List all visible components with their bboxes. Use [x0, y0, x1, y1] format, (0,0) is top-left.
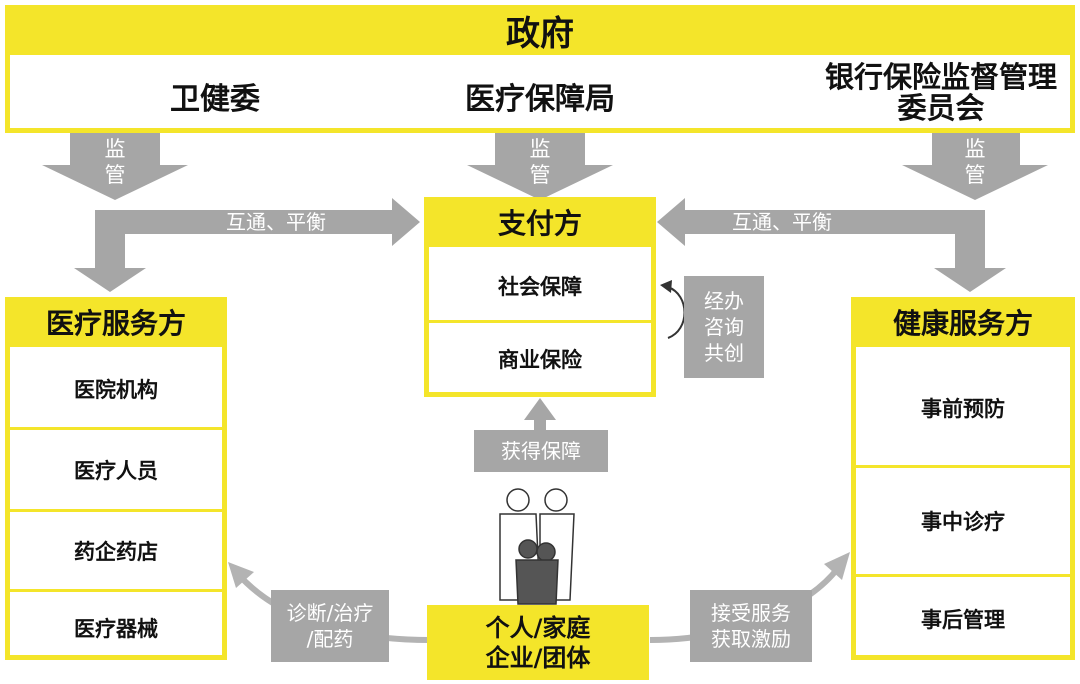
supervision-arrow-right	[902, 133, 1048, 200]
medical-provider-panel: 医院机构 医疗人员 药企药店 医疗器械	[5, 297, 227, 660]
health-provider-title: 健康服务方	[851, 297, 1075, 347]
interop-label-left: 互通、平衡	[226, 210, 326, 234]
payer-title: 支付方	[424, 197, 656, 247]
supervision-label-left: 监 管	[104, 137, 126, 187]
supervision-label-right: 监 管	[964, 137, 986, 187]
payer-item-social-security: 社会保障	[498, 275, 582, 299]
health-item-diagnosis: 事中诊疗	[856, 465, 1070, 574]
supervision-arrow-left	[42, 133, 188, 200]
medical-provider-title: 医疗服务方	[5, 297, 227, 347]
medical-item-pharma: 药企药店	[10, 509, 222, 589]
individual-box: 个人/家庭 企业/团体	[427, 605, 649, 680]
government-title: 政府	[5, 5, 1075, 55]
interop-arrow-right	[657, 198, 1006, 292]
medical-item-hospitals: 医院机构	[74, 377, 158, 402]
health-item-management: 事后管理	[856, 574, 1070, 661]
agency-health-commission: 卫健委	[170, 82, 260, 117]
diagnosis-label: 诊断/治疗 /配药	[271, 590, 389, 662]
get-coverage-label: 获得保障	[474, 430, 608, 472]
health-item-prevention: 事前预防	[921, 396, 1005, 421]
payer-item-commercial-insurance: 商业保险	[429, 320, 651, 395]
health-provider-panel: 事前预防 事中诊疗 事后管理	[851, 297, 1075, 660]
medical-item-devices: 医疗器械	[10, 589, 222, 664]
accept-service-label: 接受服务 获取激励	[690, 590, 812, 662]
agency-banking-insurance-commission: 银行保险监督管理 委员会	[824, 60, 1057, 125]
interop-label-right: 互通、平衡	[732, 210, 832, 234]
get-coverage-arrow	[524, 398, 556, 430]
family-icon	[499, 488, 575, 605]
interop-arrow-left	[74, 198, 420, 292]
cooperation-loop-arrow	[667, 286, 686, 339]
cooperation-label: 经办 咨询 共创	[684, 276, 764, 378]
agency-medical-security-bureau: 医疗保障局	[465, 82, 615, 117]
supervision-arrow-center	[467, 133, 613, 200]
supervision-label-center: 监 管	[529, 137, 551, 187]
medical-item-medical-staff: 医疗人员	[10, 427, 222, 509]
